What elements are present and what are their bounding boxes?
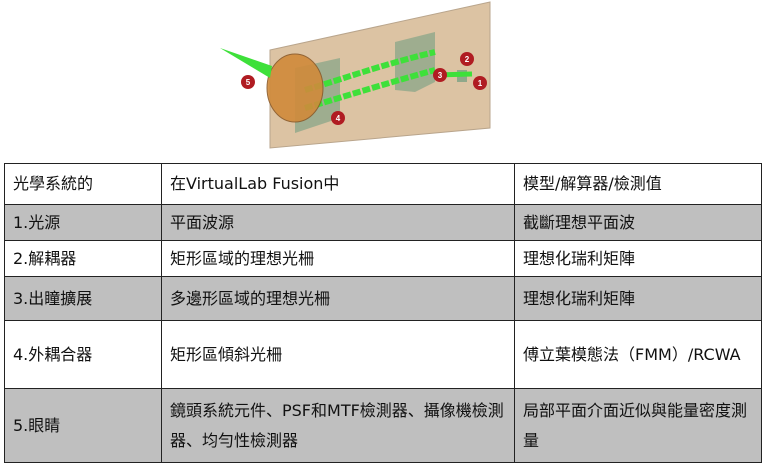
table-row: 2.解耦器 矩形區域的理想光柵 理想化瑞利矩陣	[4, 240, 762, 277]
table-cell: 5.眼睛	[4, 388, 162, 463]
table-cell: 4.外耦合器	[4, 320, 162, 389]
table-cell: 多邊形區域的理想光柵	[161, 276, 515, 321]
table-cell: 截斷理想平面波	[514, 204, 762, 241]
marker-3: 3	[438, 71, 443, 80]
table-cell: 理想化瑞利矩陣	[514, 276, 762, 321]
table-cell: 鏡頭系統元件、PSF和MTF檢測器、攝像機檢測器、均勻性檢測器	[161, 388, 515, 463]
marker-5: 5	[246, 78, 251, 87]
waveguide-diagram: 1 2 3 4 5	[220, 1, 491, 149]
table-row: 5.眼睛 鏡頭系統元件、PSF和MTF檢測器、攝像機檢測器、均勻性檢測器 局部平…	[4, 388, 762, 463]
component-table: 光學系統的 在VirtualLab Fusion中 模型/解算器/檢測值 1.光…	[4, 163, 762, 463]
header-cell: 模型/解算器/檢測值	[514, 163, 762, 205]
table-cell: 傅立葉模態法（FMM）/RCWA	[514, 320, 762, 389]
table-header: 光學系統的 在VirtualLab Fusion中 模型/解算器/檢測值	[4, 163, 762, 205]
table-cell: 理想化瑞利矩陣	[514, 240, 762, 277]
table-cell: 3.出瞳擴展	[4, 276, 162, 321]
eye-lens	[266, 53, 324, 123]
marker-1: 1	[478, 79, 483, 88]
table-cell: 1.光源	[4, 204, 162, 241]
marker-4: 4	[336, 114, 341, 123]
table-cell: 矩形區傾斜光柵	[161, 320, 515, 389]
table-row: 1.光源 平面波源 截斷理想平面波	[4, 204, 762, 241]
header-cell: 在VirtualLab Fusion中	[161, 163, 515, 205]
table-cell: 平面波源	[161, 204, 515, 241]
marker-2: 2	[465, 55, 470, 64]
markers	[241, 52, 487, 125]
header-cell: 光學系統的	[4, 163, 162, 205]
eye-cone	[220, 48, 272, 78]
table-row: 4.外耦合器 矩形區傾斜光柵 傅立葉模態法（FMM）/RCWA	[4, 320, 762, 389]
table-cell: 矩形區域的理想光柵	[161, 240, 515, 277]
table-row: 3.出瞳擴展 多邊形區域的理想光柵 理想化瑞利矩陣	[4, 276, 762, 321]
table-cell: 局部平面介面近似與能量密度測量	[514, 388, 762, 463]
table-cell: 2.解耦器	[4, 240, 162, 277]
